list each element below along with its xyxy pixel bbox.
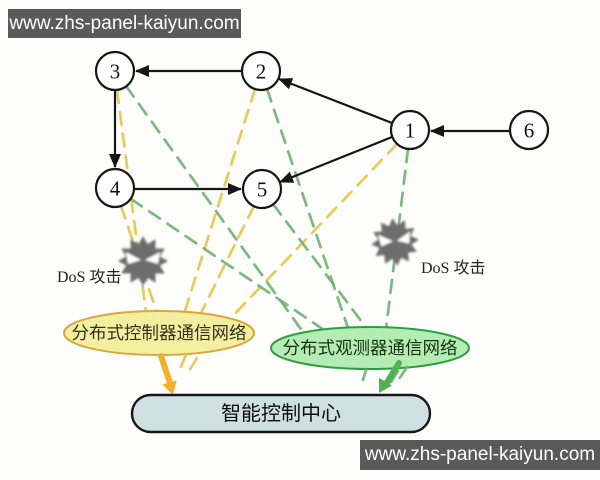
node-circle-5: [241, 168, 283, 210]
watermark-top: www.zhs-panel-kaiyun.com: [8, 9, 241, 38]
dos-attack-label-left: DoS 攻击: [57, 268, 121, 286]
control-center-box: [130, 393, 432, 434]
node-label-3: 3: [110, 60, 121, 84]
node-circle-6: [508, 109, 550, 151]
observer-link-node3: [124, 84, 305, 334]
controller-link-node2: [182, 87, 257, 316]
graph-edges: [109, 65, 510, 195]
observer-network-label: 分布式观测器通信网络: [283, 338, 458, 358]
controller-to-center-arrow: [158, 353, 199, 395]
dos-attack-icon-right: [371, 218, 419, 266]
observer-to-center-arrow: [361, 360, 409, 393]
edge-1-to-5: [279, 135, 393, 184]
watermark-bottom: www.zhs-panel-kaiyun.com: [360, 440, 600, 470]
controller-link-node1: [226, 142, 399, 323]
dos-eye-right: [145, 252, 160, 264]
node-circle-4: [94, 167, 136, 209]
node-circle-3: [94, 50, 136, 92]
node-label-1: 1: [405, 119, 416, 143]
observer-link-node4: [129, 197, 332, 336]
node-label-6: 6: [524, 119, 535, 143]
edge-1-to-2: [278, 77, 393, 125]
control-center-label: 智能控制中心: [221, 402, 341, 425]
dos-attack-icon-left: [118, 236, 168, 286]
node-label-4: 4: [110, 177, 121, 201]
graph-nodes: 3 2 1 6 4 5: [94, 50, 550, 210]
observer-network-ellipse: [270, 326, 470, 370]
dos-eye-right: [396, 231, 410, 244]
node-label-5: 5: [257, 178, 268, 202]
controller-network-label: 分布式控制器通信网络: [72, 323, 247, 343]
observer-link-node2: [265, 87, 351, 333]
dos-eye-left: [126, 252, 141, 264]
node-label-2: 2: [256, 60, 267, 84]
controller-link-node5: [197, 204, 256, 319]
dos-attack-label-right: DoS 攻击: [421, 259, 485, 277]
observer-link-node5: [271, 202, 370, 332]
node-circle-1: [389, 109, 431, 151]
node-circle-2: [240, 50, 282, 92]
dos-eye-left: [378, 234, 393, 247]
observer-network-links: [124, 84, 410, 336]
